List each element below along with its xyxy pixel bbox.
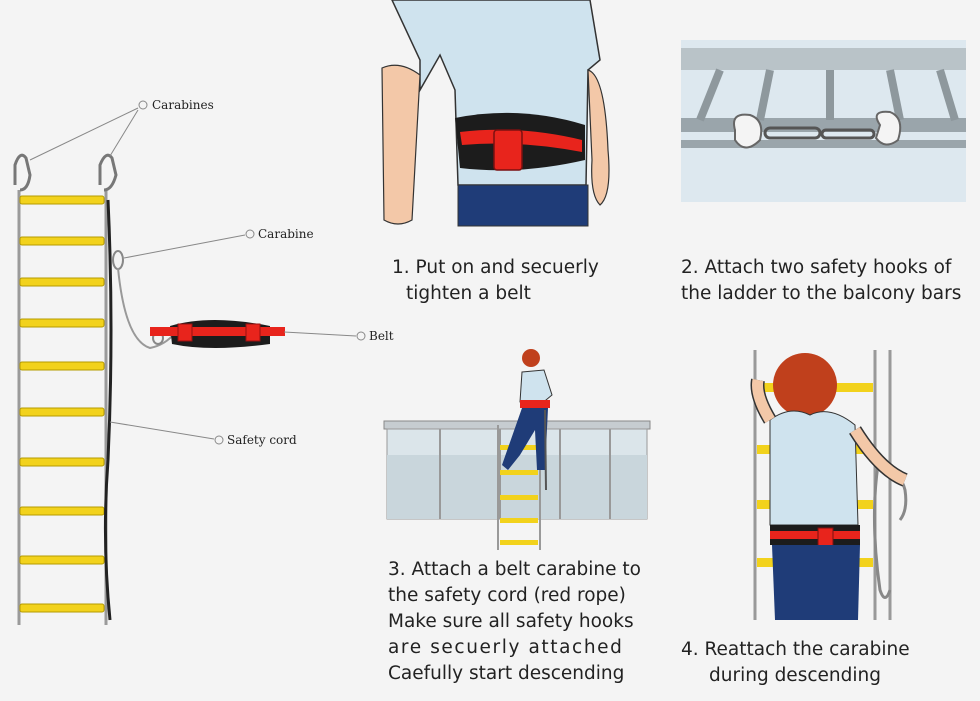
callout-leaders: [29, 100, 366, 445]
step-1-caption: 1. Put on and secuerly tighten a belt: [392, 255, 599, 307]
panel-climbing-over: [383, 349, 651, 550]
belt-assembly: [112, 250, 285, 350]
step-4-caption: 4. Reattach the carabine during descendi…: [681, 637, 910, 689]
step-4-line-2: during descending: [709, 665, 881, 686]
ladder-carabine-hooks: [13, 153, 118, 192]
step-4-line-1: 4. Reattach the carabine: [681, 639, 910, 660]
step-2-line-1: 2. Attach two safety hooks of: [681, 257, 952, 278]
step-3-line-4: are secuerly attached: [388, 637, 624, 658]
callout-safety-cord: Safety cord: [227, 433, 297, 447]
step-2-line-2: the ladder to the balcony bars: [681, 283, 962, 304]
callout-carabines: Carabines: [152, 98, 214, 112]
step-3-line-5: Caefully start descending: [388, 663, 625, 684]
panel-balcony-hooks: [681, 40, 966, 202]
callout-belt: Belt: [369, 329, 394, 343]
panel-descending: [750, 350, 908, 620]
callout-carabine: Carabine: [258, 227, 314, 241]
step-3-line-1: 3. Attach a belt carabine to: [388, 559, 641, 580]
rope-ladder: [17, 190, 113, 625]
step-1-line-1: 1. Put on and secuerly: [392, 257, 599, 278]
step-3-line-2: the safety cord (red rope): [388, 585, 626, 606]
step-3-line-3: Make sure all safety hooks: [388, 611, 634, 632]
step-2-caption: 2. Attach two safety hooks of the ladder…: [681, 255, 961, 307]
step-1-line-2: tighten a belt: [406, 283, 531, 304]
step-3-caption: 3. Attach a belt carabine to the safety …: [388, 557, 641, 687]
panel-belt-torso: [381, 0, 610, 227]
